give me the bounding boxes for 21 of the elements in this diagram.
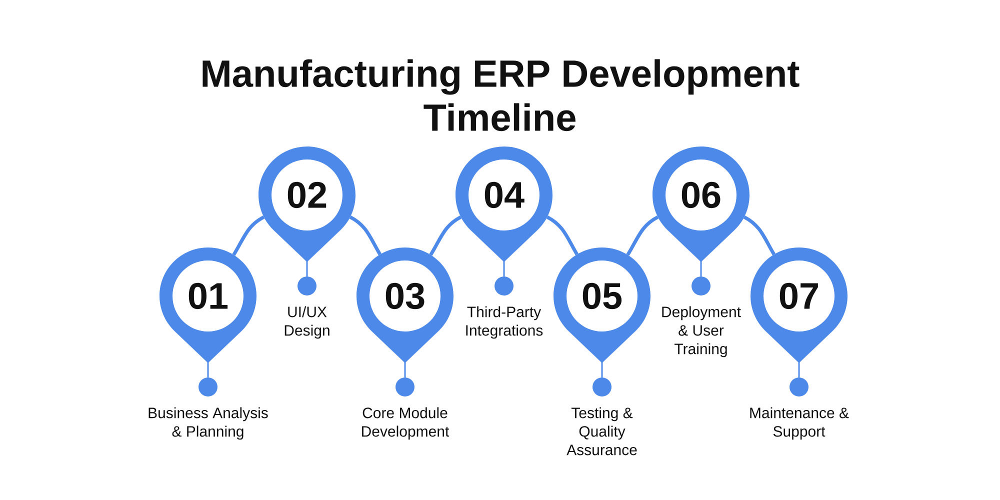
connector-arc bbox=[743, 216, 776, 256]
connector-arc bbox=[626, 216, 659, 256]
step-label: Business Analysis & Planning bbox=[148, 407, 268, 440]
step-label: UI/UX Design bbox=[284, 306, 330, 339]
step-label: Third-Party Integrations bbox=[466, 306, 543, 339]
connector-arc bbox=[546, 216, 579, 256]
connector-arc bbox=[429, 216, 462, 256]
step-label: Testing & Quality Assurance bbox=[566, 407, 637, 456]
map-pin: 01 bbox=[160, 248, 256, 363]
map-pin: 07 bbox=[750, 248, 848, 363]
title: Manufacturing ERP Development Timeline bbox=[202, 59, 800, 132]
map-pin: 05 bbox=[554, 248, 650, 363]
map-pin: 03 bbox=[356, 248, 454, 363]
map-pin: 06 bbox=[652, 146, 750, 262]
connector-arc bbox=[232, 216, 265, 256]
step-label: Deployment & User Training bbox=[662, 306, 741, 358]
map-pin: 04 bbox=[456, 146, 552, 262]
step-label: Core Module Development bbox=[362, 407, 450, 440]
connector-arc bbox=[349, 216, 382, 256]
step-label: Maintenance & Support bbox=[750, 407, 849, 440]
map-pin: 02 bbox=[258, 146, 356, 262]
